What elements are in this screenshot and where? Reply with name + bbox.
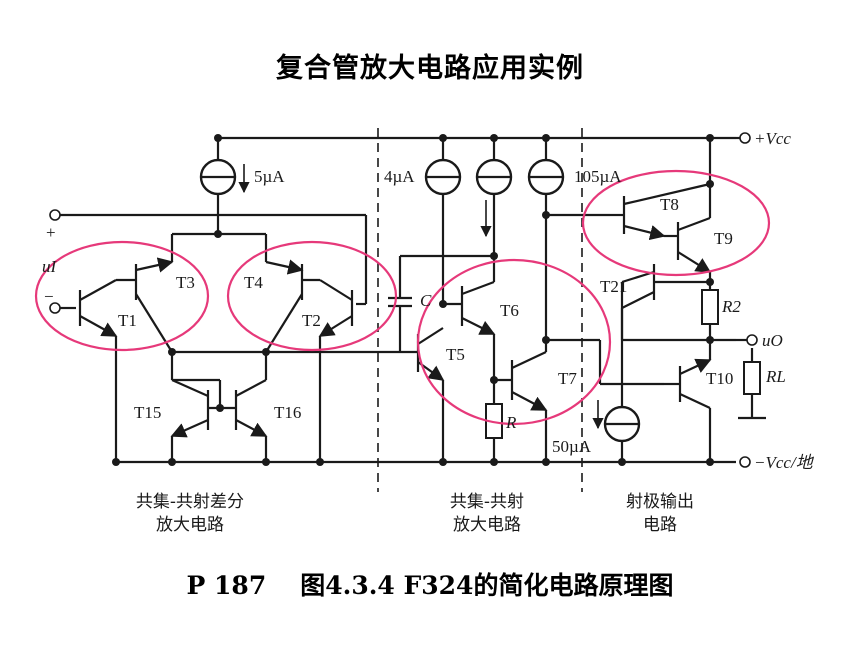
label-r2: R2 xyxy=(721,297,741,316)
input-plus-terminal xyxy=(49,209,61,221)
label-t7: T7 xyxy=(558,369,577,388)
label-t3: T3 xyxy=(176,273,195,292)
section-2-line1: 共集-共射 xyxy=(450,492,524,512)
label-105ua: 105µA xyxy=(574,167,622,186)
label-t6: T6 xyxy=(500,301,519,320)
slide-title: 复合管放大电路应用实例 xyxy=(276,53,584,84)
figure-caption: P 187 图4.3.4 F324的简化电路原理图 xyxy=(0,566,860,602)
label-c: C xyxy=(420,291,432,310)
section-1-line2: 放大电路 xyxy=(156,515,224,535)
label-t8: T8 xyxy=(660,195,679,214)
label-t2: T2 xyxy=(302,311,321,330)
ellipse-t5-t6-t7 xyxy=(416,258,612,426)
label-t5: T5 xyxy=(446,345,465,364)
current-source-50ua xyxy=(603,405,641,443)
section-labels: 共集-共射差分 放大电路 共集-共射 放大电路 射极输出 电路 xyxy=(136,492,694,535)
label-t16: T16 xyxy=(274,403,301,422)
label-t15: T15 xyxy=(134,403,161,422)
caption-text: 图4.3.4 F324的简化电路原理图 xyxy=(300,571,674,600)
vcc-minus-terminal xyxy=(739,456,751,468)
section-3-line1: 射极输出 xyxy=(626,492,694,512)
label-t9: T9 xyxy=(714,229,733,248)
circuit-labels: 5µA 4µA 105µA 50µA +Vcc −Vcc/地 uO uI + −… xyxy=(42,129,815,472)
junction-dots xyxy=(112,134,714,466)
input-minus-terminal xyxy=(49,302,61,314)
section-3-line2: 电路 xyxy=(643,515,677,535)
ellipse-t1-t3 xyxy=(34,240,210,352)
label-rl: RL xyxy=(765,367,786,386)
label-vcc-plus: +Vcc xyxy=(754,129,791,148)
label-t4: T4 xyxy=(244,273,263,292)
terminals xyxy=(49,132,758,468)
caption-page: P 187 xyxy=(186,571,267,600)
current-sources xyxy=(199,138,641,462)
section-1-line1: 共集-共射差分 xyxy=(136,492,244,512)
label-uo: uO xyxy=(762,331,783,350)
label-4ua: 4µA xyxy=(384,167,415,186)
label-vcc-minus: −Vcc/地 xyxy=(754,453,815,472)
supply-rails xyxy=(116,136,736,464)
current-source-5ua xyxy=(199,158,237,196)
highlight-ellipses xyxy=(34,169,771,426)
output-stage xyxy=(610,138,766,462)
label-plus: + xyxy=(46,223,56,242)
label-t1: T1 xyxy=(118,311,137,330)
label-r: R xyxy=(505,413,517,432)
vcc-plus-terminal xyxy=(739,132,751,144)
section-2-line2: 放大电路 xyxy=(453,515,521,535)
label-t21: T21 xyxy=(600,277,627,296)
current-source-105ua xyxy=(527,158,565,196)
label-50ua: 50µA xyxy=(552,437,592,456)
current-source-4ua xyxy=(424,158,462,196)
label-5ua: 5µA xyxy=(254,167,285,186)
label-ui: uI xyxy=(42,257,58,276)
label-minus: − xyxy=(44,287,54,306)
ellipse-t4-t2 xyxy=(226,240,398,352)
label-t10: T10 xyxy=(706,369,733,388)
current-source-mid xyxy=(475,158,513,196)
output-terminal xyxy=(746,334,758,346)
ellipse-t8-t9 xyxy=(581,169,771,277)
section-dividers xyxy=(377,128,583,492)
input-stage xyxy=(60,213,418,462)
